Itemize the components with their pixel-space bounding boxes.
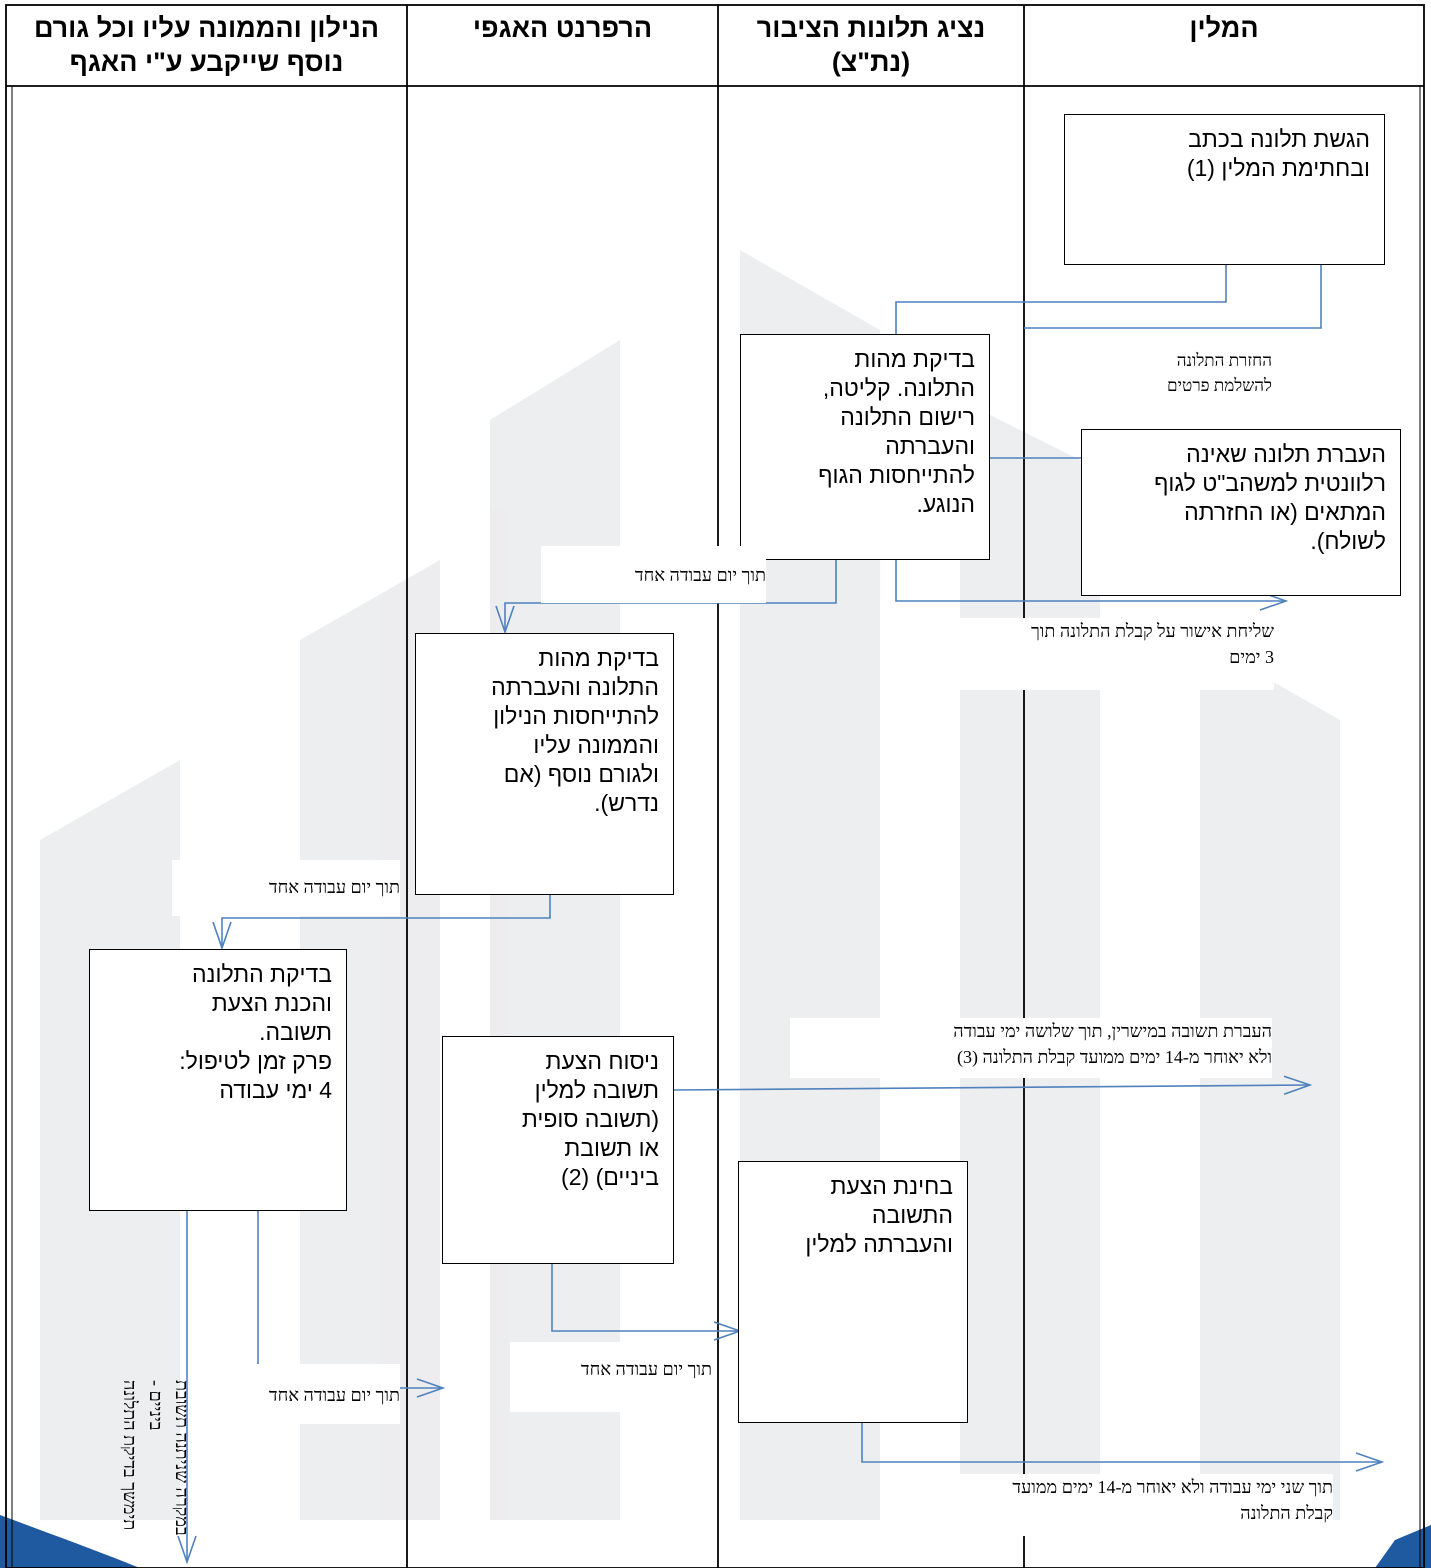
note-within-one-day-1: תוך יום עבודה אחד <box>541 546 766 603</box>
step-examine-reply: בחינת הצעת התשובה והעברתה למלין <box>738 1161 968 1423</box>
connector-examine-to-applicant <box>861 1421 1382 1462</box>
note-within-one-day-2: תוך יום עבודה אחד <box>172 860 400 916</box>
connector-direct-reply <box>673 1085 1310 1090</box>
connector-referent-to-review <box>222 893 551 948</box>
lane-header-applicant: המלין <box>1189 13 1259 43</box>
watermark-blue-swoosh-left <box>0 1515 140 1568</box>
note-return-for-details: החזרת התלונה להשלמת פרטים <box>1166 351 1272 395</box>
connector-submit-to-intake <box>895 262 1227 334</box>
watermark-blue-swoosh-right <box>1375 1525 1431 1568</box>
connector-ack-receipt <box>895 558 1286 601</box>
step-complaint-review: בדיקת התלונה והכנת הצעת תשובה. פרק זמן ל… <box>89 949 347 1211</box>
lane-header-referent: הרפרנט האגפי <box>472 13 653 43</box>
step-submit-complaint: הגשת תלונה בכתב ובחתימת המלין (1) <box>1064 114 1385 265</box>
step-forward-irrelevant: העברת תלונה שאינה רלוונטית למשהב"ט לגוף … <box>1081 429 1401 596</box>
note-interim-continue: במקרה שניתנה תשובת ביניים - תימשך בדיקת … <box>120 1380 192 1536</box>
note-within-one-day-4: תוך יום עבודה אחד <box>510 1342 712 1412</box>
step-draft-reply: ניסוח הצעת תשובה למלין (תשובה סופית או ת… <box>442 1036 674 1264</box>
lane-header-supervisor: הנילון והממונה עליו וכל גורם נוסף שייקבע… <box>33 13 380 77</box>
lane-grid <box>5 4 1425 1568</box>
note-direct-reply: העברת תשובה במישרין, תוך שלושה ימי עבודה… <box>790 1018 1272 1078</box>
lane-header-ombudsman: נציג תלונות הציבור (נת"צ) <box>756 13 986 77</box>
connector-return-for-details <box>1024 262 1322 329</box>
connector-draft-to-examine <box>551 1262 740 1331</box>
note-within-one-day-3: תוך יום עבודה אחד <box>194 1364 400 1424</box>
note-within-two-days: תוך שני ימי עבודה ולא יאוחר מ-14 ימים ממ… <box>889 1474 1333 1536</box>
step-check-intake: בדיקת מהות התלונה. קליטה, רישום התלונה ו… <box>740 334 990 560</box>
step-referent-check: בדיקת מהות התלונה והעברתה להתייחסות הניל… <box>415 633 674 895</box>
connector-intake-to-referent <box>505 558 837 632</box>
note-ack-receipt: שליחת אישור על קבלת התלונה תוך 3 ימים <box>896 618 1274 690</box>
connector-review-to-draft <box>257 1210 443 1388</box>
